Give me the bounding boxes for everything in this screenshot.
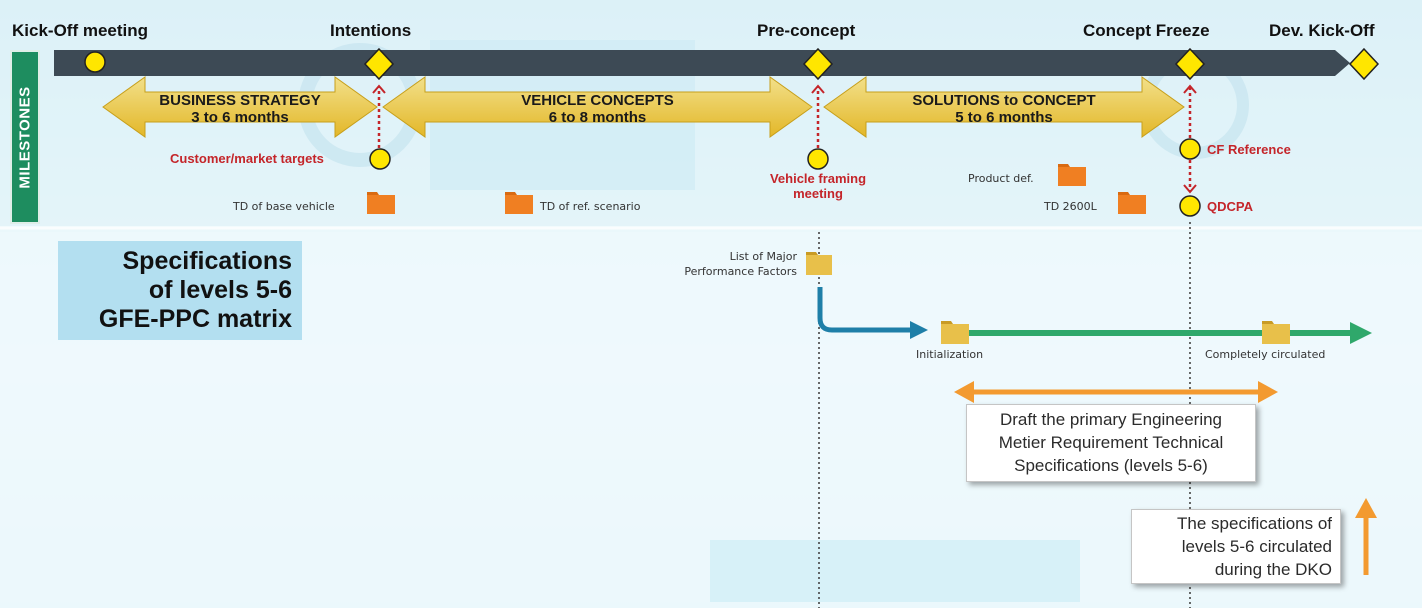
phase-arrow-business-strategy xyxy=(102,76,378,138)
phase-duration: 5 to 6 months xyxy=(955,109,1053,126)
td-2600l-label: TD 2600L xyxy=(1044,200,1097,213)
concept-freeze-milestone-diamond xyxy=(1174,47,1206,81)
timeline xyxy=(54,47,1380,217)
product-def-label: Product def. xyxy=(968,172,1034,185)
qdcpa-label: QDCPA xyxy=(1207,199,1253,214)
spec-title-line2: of levels 5-6 xyxy=(148,276,292,304)
dev-kickoff-milestone-diamond xyxy=(1348,47,1380,81)
phase-name: VEHICLE CONCEPTS xyxy=(521,92,674,109)
dko-line3: during the DKO xyxy=(1214,560,1332,579)
qdcpa-circle xyxy=(1179,195,1201,217)
folder-icon-initialization xyxy=(941,321,969,344)
dko-specs-box: The specifications of levels 5-6 circula… xyxy=(1131,509,1341,584)
td-ref-scenario-label: TD of ref. scenario xyxy=(540,200,641,213)
draft-line1: Draft the primary Engineering xyxy=(999,410,1223,429)
vehicle-framing-circle xyxy=(807,148,829,170)
draft-line3: Specifications (levels 5-6) xyxy=(1014,456,1208,475)
completely-circulated-label: Completely circulated xyxy=(1205,348,1326,361)
phase-name: SOLUTIONS to CONCEPT xyxy=(912,92,1096,109)
concept-freeze-label: Concept Freeze xyxy=(1083,21,1210,40)
draft-specs-box: Draft the primary Engineering Metier Req… xyxy=(966,404,1256,482)
kickoff-milestone-circle xyxy=(84,51,106,73)
vehicle-framing-label: Vehicle framing meeting xyxy=(755,171,881,201)
folder-icon-td-ref xyxy=(505,192,533,214)
preconcept-milestone-diamond xyxy=(802,47,834,81)
initialization-label: Initialization xyxy=(916,348,984,361)
folder-icon-major-factors xyxy=(806,252,832,275)
customer-targets-label: Customer/market targets xyxy=(170,151,324,166)
td-base-vehicle-label: TD of base vehicle xyxy=(233,200,335,213)
cf-reference-circle xyxy=(1179,138,1201,160)
phase-arrow-vehicle-concepts xyxy=(382,76,813,138)
dko-line2: levels 5-6 circulated xyxy=(1181,537,1332,556)
milestones-tab: MILESTONES xyxy=(10,50,40,224)
phase-name: BUSINESS STRATEGY xyxy=(159,92,321,109)
major-factors-line1: List of Major xyxy=(729,250,797,263)
folder-icon-completely-circulated xyxy=(1262,321,1290,344)
kickoff-label: Kick-Off meeting xyxy=(12,21,149,40)
major-factors-line2: Performance Factors xyxy=(684,265,797,278)
draft-line2: Metier Requirement Technical xyxy=(998,433,1224,452)
phase-business-strategy: BUSINESS STRATEGY 3 to 6 months xyxy=(145,92,335,126)
spec-title-line3: GFE-PPC matrix xyxy=(98,305,292,333)
spec-title-line1: Specifications xyxy=(122,247,293,275)
phase-duration: 3 to 6 months xyxy=(191,109,289,126)
cf-reference-label: CF Reference xyxy=(1207,142,1291,157)
vehicle-framing-line1: Vehicle framing xyxy=(769,171,867,186)
intentions-milestone-diamond xyxy=(363,47,395,81)
phase-arrow-solutions-to-concept xyxy=(823,76,1185,138)
folder-icon-td-2600l xyxy=(1118,192,1146,214)
customer-targets-circle xyxy=(369,148,391,170)
blue-flow-arrow xyxy=(817,287,912,333)
preconcept-label: Pre-concept xyxy=(757,21,856,40)
vehicle-framing-line2: meeting xyxy=(793,186,843,201)
folder-icon-product-def xyxy=(1058,164,1086,186)
dev-kickoff-label: Dev. Kick-Off xyxy=(1269,21,1375,40)
folder-icon-td-base xyxy=(367,192,395,214)
intentions-label: Intentions xyxy=(330,21,412,40)
phase-duration: 6 to 8 months xyxy=(548,109,647,126)
dko-line1: The specifications of xyxy=(1177,514,1332,533)
major-factors-label: List of Major Performance Factors xyxy=(652,249,797,279)
phase-vehicle-concepts: VEHICLE CONCEPTS 6 to 8 months xyxy=(425,92,770,126)
phase-solutions-to-concept: SOLUTIONS to CONCEPT 5 to 6 months xyxy=(866,92,1142,126)
spec-title-box: Specifications of levels 5-6 GFE-PPC mat… xyxy=(58,241,302,340)
